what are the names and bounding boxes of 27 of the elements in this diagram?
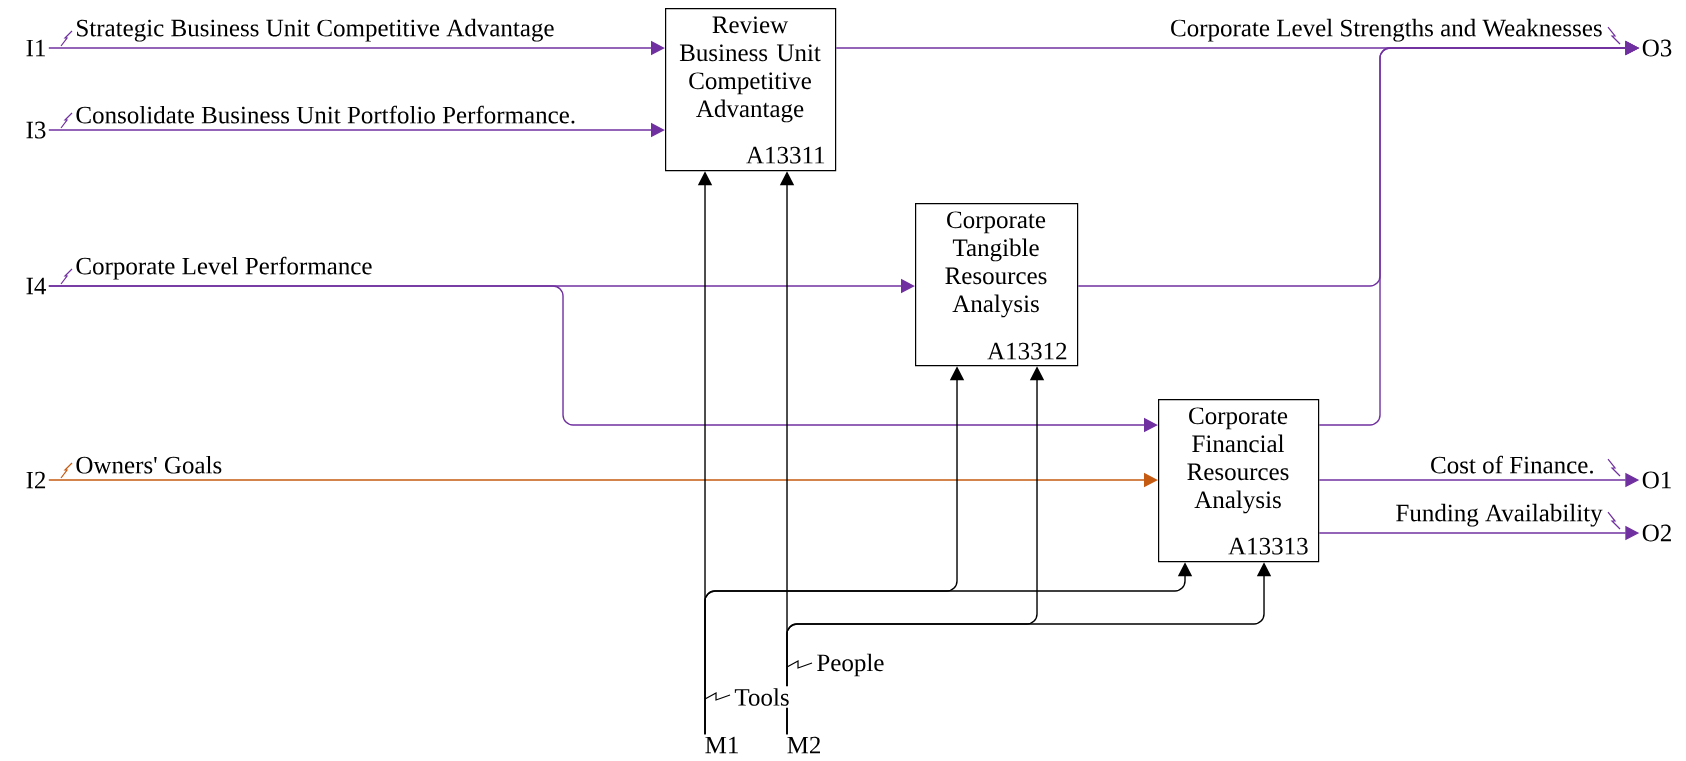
node-number: A13311 bbox=[746, 146, 825, 164]
edge-label: Strategic Business Unit Competitive Advantage bbox=[73, 16, 557, 44]
boundary-label: O2 bbox=[1642, 524, 1671, 542]
boundary-label: I3 bbox=[26, 121, 46, 139]
edge-label: Corporate Level Strengths and Weaknesses bbox=[1168, 16, 1605, 44]
process-title: Review Business Unit Competitive Advantage bbox=[679, 16, 821, 123]
edge-label: Cost of Finance. bbox=[1428, 453, 1597, 476]
boundary-label: M1 bbox=[705, 736, 738, 754]
edge-label: Funding Availability bbox=[1393, 501, 1605, 529]
process-box bbox=[665, 8, 837, 172]
edge-label: People bbox=[814, 651, 887, 679]
boundary-label: M2 bbox=[787, 736, 820, 754]
process-title: Corporate Tangible Resources Analysis bbox=[945, 211, 1047, 318]
edge-label: Owners' Goals bbox=[73, 454, 225, 476]
boundary-label: I1 bbox=[26, 39, 45, 57]
edge-label: Tools bbox=[732, 686, 792, 708]
boundary-label: O1 bbox=[1642, 471, 1671, 489]
boundary-label: I2 bbox=[26, 471, 46, 489]
edge-label: Corporate Level Performance bbox=[73, 254, 375, 282]
process-box bbox=[1158, 399, 1320, 563]
node-number: A13313 bbox=[1228, 537, 1308, 555]
process-title: Corporate Financial Resources Analysis bbox=[1187, 407, 1289, 514]
boundary-label: I4 bbox=[26, 277, 46, 295]
process-box bbox=[915, 203, 1079, 367]
edge-label: Consolidate Business Unit Portfolio Performance. bbox=[73, 103, 579, 126]
node-number: A13312 bbox=[987, 342, 1067, 360]
boundary-label: O3 bbox=[1642, 39, 1672, 57]
